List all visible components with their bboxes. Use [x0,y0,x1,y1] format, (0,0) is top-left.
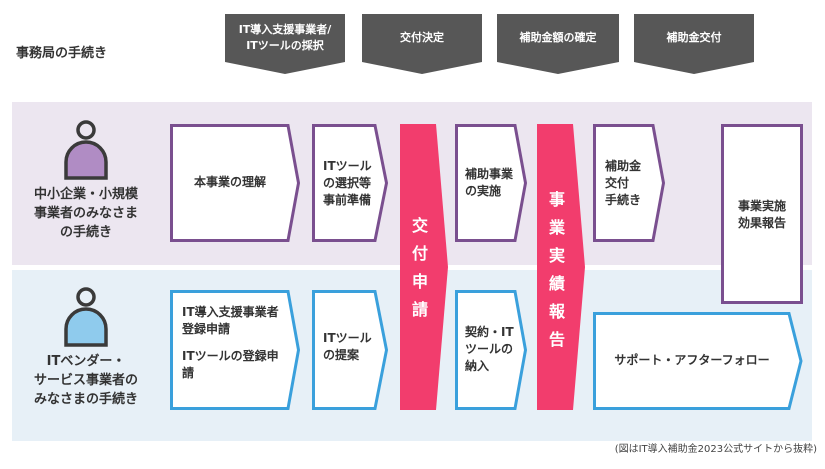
phase-label: 補助金交付 [666,31,722,44]
step-arrow-shape [400,124,448,410]
actor-name-line: みなさまの手続き [33,392,138,407]
step-label-line: 納入 [465,359,490,373]
step-arrow-shape [455,124,528,242]
step-arrow-shape [537,124,585,410]
actor-name-line: 事業者のみなさま [33,206,138,221]
step-label-line: ITツールの登録申 [182,349,279,363]
person-icon [62,118,110,180]
actor-name-line: 中小企業・小規模 [33,187,138,202]
step-label-line: 契約・IT [465,325,514,339]
step-label-line: 効果報告 [737,216,786,230]
step-label-line: ツールの [465,342,514,356]
sme-step-effect-report: 事業実施 効果報告 [721,124,803,304]
performance-report-arrow: 事 業 実 績 報 告 [537,124,585,410]
phase-grant-payment: 補助金交付 [634,14,754,74]
vertical-char: 請 [411,300,428,319]
phase-grant-decision: 交付決定 [362,14,482,74]
vendor-step-contract: 契約・IT ツールの 納入 [455,290,528,410]
phase-label: 交付決定 [400,31,444,44]
step-label: 本事業の理解 [193,175,266,189]
phase-banner-shape [634,14,754,74]
vertical-char: 事 [548,190,565,209]
sme-step-understand: 本事業の理解 [170,124,301,242]
phase-banner-shape [362,14,482,74]
step-label-line: ITツール [323,331,372,345]
step-label-line: 補助金 [605,159,642,173]
step-arrow-shape [312,290,389,410]
step-arrow-shape [593,124,666,242]
step-label-line: 請 [182,366,195,380]
source-caption: (図はIT導入補助金2023公式サイトから抜粋) [614,444,817,455]
phase-label-line2: ITツールの採択 [246,39,324,52]
phase-label: 補助金額の確定 [519,31,597,44]
office-procedures-label: 事務局の手続き [16,46,108,61]
person-icon [62,285,110,347]
vendor-step-propose: ITツール の提案 [312,290,389,410]
phase-label-line1: IT導入支援事業者/ [238,23,332,36]
phase-banner-shape [225,14,345,74]
step-arrow-shape [312,124,389,242]
sme-actor: 中小企業・小規模 事業者のみなさま の手続き [16,118,156,242]
sme-step-select: ITツール の選択等 事前準備 [312,124,389,242]
step-label-line: 登録申請 [182,322,231,336]
vertical-char: 業 [548,218,565,237]
step-label-line: の選択等 [323,176,372,190]
vertical-char: 付 [411,244,428,263]
sme-step-implement: 補助事業 の実施 [455,124,528,242]
vertical-char: 報 [548,302,565,321]
step-arrow-shape [170,124,301,242]
phase-vendor-selection: IT導入支援事業者/ITツールの採択 [225,14,345,74]
phase-amount-confirmation: 補助金額の確定 [497,14,619,74]
vertical-char: 実 [548,246,565,265]
step-box-shape [721,124,803,304]
phase-banner-shape [497,14,619,74]
vertical-char: 績 [548,274,565,293]
sme-step-grant-procedure: 補助金 交付 手続き [593,124,666,242]
vendor-actor: ITベンダー・ サービス事業者の みなさまの手続き [16,285,156,409]
step-label: サポート・アフターフォロー [614,353,770,367]
actor-name-line: の手続き [59,225,112,240]
step-label-line: IT導入支援事業者 [182,305,279,319]
step-arrow-shape [170,290,301,410]
step-label-line: の実施 [465,184,502,198]
vertical-char: 告 [548,330,565,349]
grant-application-arrow: 交 付 申 請 [400,124,448,410]
step-label-line: 手続き [605,193,642,207]
vendor-step-support: サポート・アフターフォロー [593,312,803,410]
vertical-char: 交 [411,216,428,235]
step-arrow-shape [593,312,803,410]
step-label-line: の提案 [323,348,360,362]
actor-name-line: サービス事業者の [33,373,138,388]
step-label-line: 事前準備 [323,193,372,207]
vendor-step-register: IT導入支援事業者 登録申請 ITツールの登録申 請 [170,290,301,410]
step-label-line: ITツール [323,159,372,173]
step-label-line: 交付 [605,176,630,190]
step-arrow-shape [455,290,528,410]
step-label-line: 補助事業 [465,167,514,181]
vertical-char: 申 [411,272,428,291]
actor-name-line: ITベンダー・ [46,354,126,369]
step-label-line: 事業実施 [737,199,786,213]
